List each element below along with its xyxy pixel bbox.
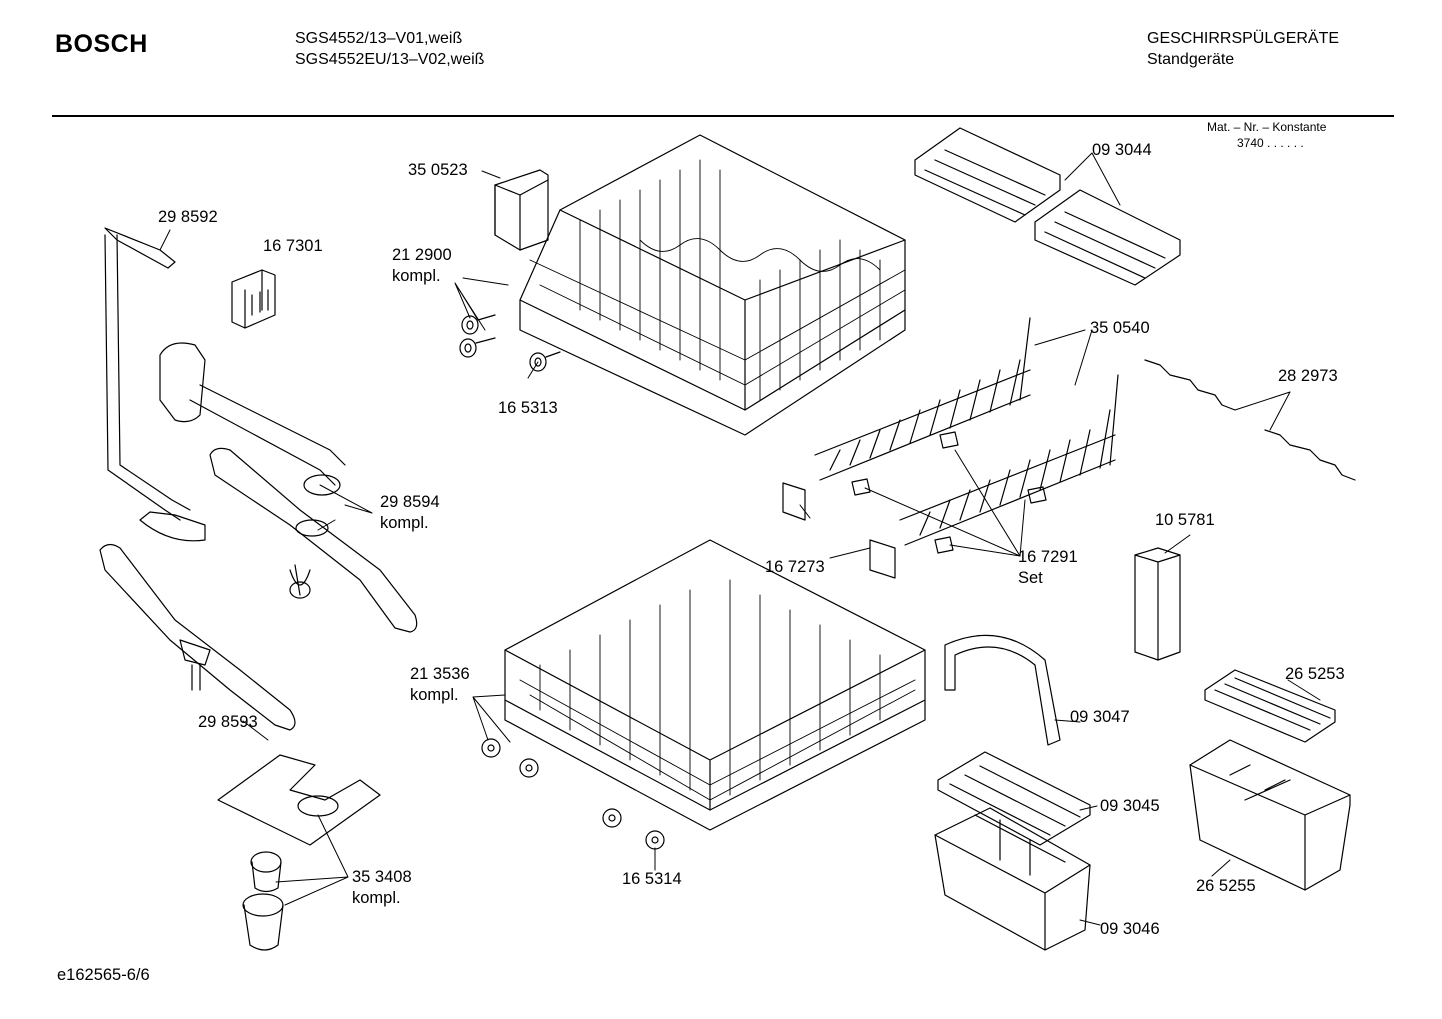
part-label-298594: 29 8594 kompl. <box>380 492 440 534</box>
part-number: 29 8592 <box>158 208 218 226</box>
cutlery-basket-large <box>934 807 1091 951</box>
distributor-pipe <box>159 342 346 496</box>
tine-inserts <box>914 127 1181 286</box>
part-number: 35 0540 <box>1090 319 1150 337</box>
part-number: 29 8594 <box>380 493 440 511</box>
part-number: 26 5253 <box>1285 665 1345 683</box>
part-label-093047: 09 3047 <box>1070 707 1130 728</box>
konstante-value: 3740 . . . . . . <box>1237 136 1304 150</box>
part-label-282973: 28 2973 <box>1278 366 1338 387</box>
upper-spray-arm <box>209 447 418 633</box>
part-label-093044: 09 3044 <box>1092 140 1152 161</box>
part-label-213536: 21 3536 kompl. <box>410 664 470 706</box>
clip-part <box>231 269 276 329</box>
part-number: 10 5781 <box>1155 511 1215 529</box>
header-divider <box>52 115 1394 117</box>
upper-basket-wheels <box>459 314 561 372</box>
part-qualifier: Set <box>1018 569 1043 587</box>
part-label-298593: 29 8593 <box>198 712 258 733</box>
part-label-105781: 10 5781 <box>1155 510 1215 531</box>
lower-spray-arm <box>99 543 296 731</box>
part-label-353408: 35 3408 kompl. <box>352 867 412 909</box>
part-number: 09 3046 <box>1100 920 1160 938</box>
part-qualifier: kompl. <box>352 889 401 907</box>
part-label-298592: 29 8592 <box>158 207 218 228</box>
model-line-2: SGS4552EU/13–V02,weiß <box>295 51 485 68</box>
part-label-165314: 16 5314 <box>622 869 682 890</box>
category-title: GESCHIRRSPÜLGERÄTE <box>1147 30 1340 47</box>
part-number: 16 7291 <box>1018 548 1078 566</box>
leader-lines <box>159 152 1321 926</box>
document-id: e162565-6/6 <box>57 966 150 984</box>
part-label-350540: 35 0540 <box>1090 318 1150 339</box>
part-number: 09 3045 <box>1100 797 1160 815</box>
part-number: 26 5255 <box>1196 877 1256 895</box>
basket-cover-small <box>1204 669 1336 743</box>
fold-down-tines <box>814 317 1119 546</box>
filter-plate <box>217 754 381 951</box>
part-label-093045: 09 3045 <box>1100 796 1160 817</box>
part-qualifier: kompl. <box>380 514 429 532</box>
part-qualifier: kompl. <box>410 686 459 704</box>
upper-basket <box>494 134 906 436</box>
brackets <box>782 431 1047 579</box>
brand-logo: BOSCH <box>55 30 148 58</box>
model-line-1: SGS4552/13–V01,weiß <box>295 30 463 47</box>
lower-basket-wheels <box>481 738 665 850</box>
part-number: 28 2973 <box>1278 367 1338 385</box>
part-label-212900: 21 2900 kompl. <box>392 245 452 287</box>
part-number: 09 3044 <box>1092 141 1152 159</box>
part-number: 09 3047 <box>1070 708 1130 726</box>
part-number: 16 5313 <box>498 399 558 417</box>
cutlery-tube <box>1134 547 1181 661</box>
part-label-265255: 26 5255 <box>1196 876 1256 897</box>
part-number: 21 3536 <box>410 665 470 683</box>
part-number: 16 5314 <box>622 870 682 888</box>
part-number: 16 7273 <box>765 558 825 576</box>
part-label-350523: 35 0523 <box>408 160 468 181</box>
supply-pipe <box>104 227 206 542</box>
part-number: 29 8593 <box>198 713 258 731</box>
part-number: 35 0523 <box>408 161 468 179</box>
part-label-093046: 09 3046 <box>1100 919 1160 940</box>
part-label-167273: 16 7273 <box>765 557 825 578</box>
cutlery-basket-small <box>1189 739 1351 891</box>
lower-basket <box>504 539 926 831</box>
cup-holders <box>1144 359 1356 481</box>
part-number: 35 3408 <box>352 868 412 886</box>
basket-cover-large <box>937 751 1091 846</box>
part-number: 16 7301 <box>263 237 323 255</box>
konstante-label: Mat. – Nr. – Konstante <box>1207 120 1327 134</box>
part-label-265253: 26 5253 <box>1285 664 1345 685</box>
category-subtitle: Standgeräte <box>1147 51 1235 68</box>
basket-handle <box>944 634 1061 746</box>
part-label-165313: 16 5313 <box>498 398 558 419</box>
part-number: 21 2900 <box>392 246 452 264</box>
part-qualifier: kompl. <box>392 267 441 285</box>
part-label-167301: 16 7301 <box>263 236 323 257</box>
